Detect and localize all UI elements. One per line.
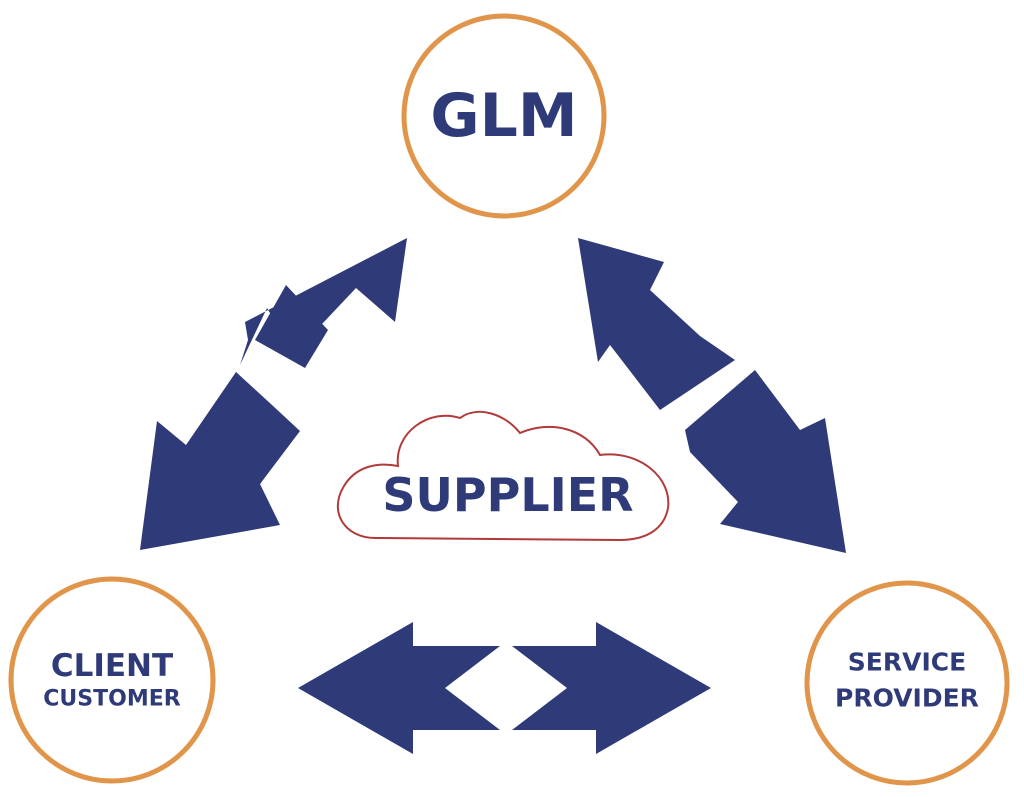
arrow-head-down-right-icon (685, 370, 846, 553)
client-service-arrow (298, 622, 711, 754)
provider-label: PROVIDER (835, 684, 979, 713)
arrow-head-left-icon (298, 622, 500, 754)
supplier-label: SUPPLIER (382, 468, 633, 522)
service-provider-node: SERVICE PROVIDER (804, 580, 1010, 786)
arrow-shaft-lower-left (222, 372, 300, 484)
client-label: CLIENT (51, 648, 173, 684)
client-customer-circle (8, 576, 216, 784)
glm-circle (401, 13, 607, 219)
glm-service-arrow (578, 238, 846, 553)
client-customer-node: CLIENT CUSTOMER (8, 576, 216, 784)
arrow-head-right-icon (512, 622, 711, 754)
supplier-node: SUPPLIER (336, 410, 670, 542)
glm-node: GLM (401, 13, 607, 219)
arrow-shaft-upper-left (255, 285, 328, 368)
arrow-head-up-left-icon (578, 238, 735, 410)
arrow-head-up-right-icon (240, 238, 407, 365)
cloud-icon (336, 410, 670, 542)
glm-label: GLM (430, 81, 577, 151)
customer-label: CUSTOMER (43, 687, 180, 712)
service-provider-circle (804, 580, 1010, 786)
glm-client-arrow (140, 238, 407, 550)
service-label: SERVICE (848, 648, 966, 677)
